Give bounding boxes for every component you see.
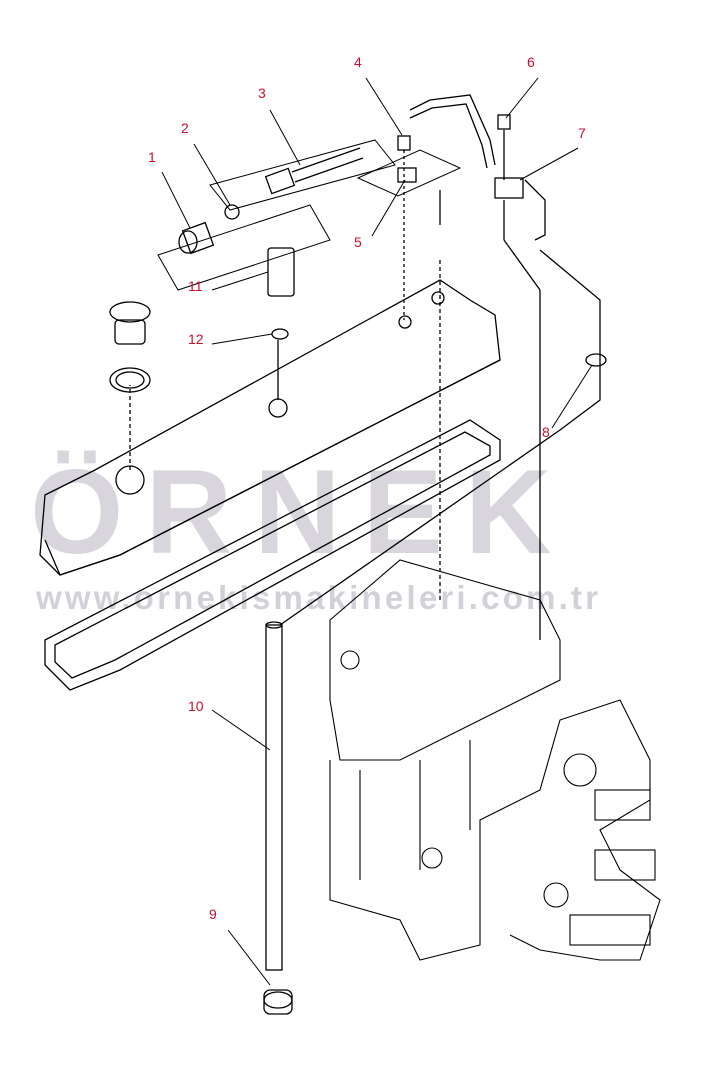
watermark-brand: ÖRNEK: [30, 445, 574, 579]
callout-7: 7: [578, 125, 586, 141]
leader-lines: [161, 77, 593, 986]
engine-block: [329, 559, 661, 961]
watermark-url: www.ornekismakineleri.com.tr: [36, 579, 602, 616]
callout-12: 12: [188, 331, 204, 347]
callout-11: 11: [188, 278, 203, 294]
callout-1: 1: [148, 149, 156, 165]
callout-2: 2: [181, 120, 189, 136]
callout-8: 8: [542, 424, 550, 440]
breather-tube: [279, 94, 607, 640]
hose-parts: [157, 139, 396, 291]
callout-4: 4: [354, 54, 362, 70]
callout-5: 5: [354, 234, 362, 250]
callout-3: 3: [258, 85, 266, 101]
gasket: [44, 419, 501, 691]
dipstick: [263, 621, 293, 1015]
callout-6: 6: [527, 54, 535, 70]
callout-9: 9: [209, 906, 217, 922]
valve-cover: [39, 247, 501, 576]
callout-10: 10: [188, 698, 204, 714]
